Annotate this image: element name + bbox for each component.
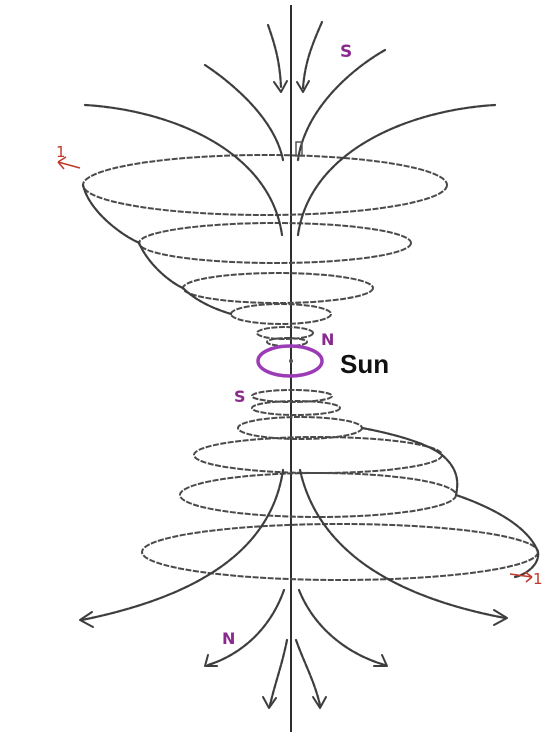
arrowhead: [79, 611, 94, 628]
top-marker-label: 1: [56, 143, 66, 161]
axis-marker: [295, 141, 303, 157]
spiral-ring: [138, 222, 412, 264]
spiral-ring: [82, 154, 448, 216]
field-line: [298, 468, 507, 620]
field-line: [83, 103, 284, 237]
field-line: [301, 20, 324, 90]
spiral-ring: [230, 303, 332, 325]
spiral-strand: [181, 286, 233, 316]
field-line: [203, 63, 285, 162]
top-marker: 1: [56, 143, 81, 170]
field-line: [80, 468, 285, 622]
spiral-strand: [360, 426, 444, 457]
spiral-strand: [454, 493, 540, 554]
field-line: [297, 588, 387, 667]
arrowhead: [262, 696, 277, 709]
arrowhead: [273, 80, 288, 93]
sun-north-pole-label: N: [321, 330, 334, 349]
field-line: [296, 48, 387, 162]
sun-south-pole-label: S: [234, 387, 246, 406]
field-line: [266, 23, 283, 90]
top-marker-arrow: [57, 156, 81, 170]
bottom-field-pole-label: N: [222, 629, 235, 648]
arrowhead: [373, 654, 388, 667]
top-field-pole-label: S: [340, 42, 352, 62]
field-line: [294, 638, 322, 707]
bottom-marker-label: 1: [533, 570, 543, 588]
spiral-strand: [440, 453, 459, 497]
spiral-ring: [251, 400, 341, 416]
arrowhead: [204, 654, 218, 667]
arrowhead: [312, 696, 327, 709]
spiral-ring: [193, 436, 443, 474]
spiral-strand: [137, 241, 185, 290]
spiral-strand: [81, 183, 142, 245]
spiral-ring: [179, 472, 457, 518]
field-line: [296, 103, 497, 237]
lower-field-lines: [79, 468, 508, 709]
spiral-ring: [182, 272, 374, 304]
field-line: [206, 588, 286, 667]
spiral-ring: [256, 326, 314, 340]
spiral-ring: [237, 416, 363, 440]
spiral-ring: [141, 523, 539, 581]
bottom-marker: 1: [509, 570, 543, 588]
sun-ring: [256, 344, 324, 378]
arrowhead: [493, 609, 508, 626]
field-line: [268, 638, 289, 707]
lower-spiral-rings: [141, 389, 540, 581]
arrowhead: [296, 80, 310, 93]
bottom-marker-arrow: [509, 571, 533, 583]
upper-spiral-rings: [81, 154, 448, 347]
sun-center: [289, 359, 293, 363]
spiral-strand: [513, 550, 540, 579]
sun-label: Sun: [340, 349, 389, 379]
